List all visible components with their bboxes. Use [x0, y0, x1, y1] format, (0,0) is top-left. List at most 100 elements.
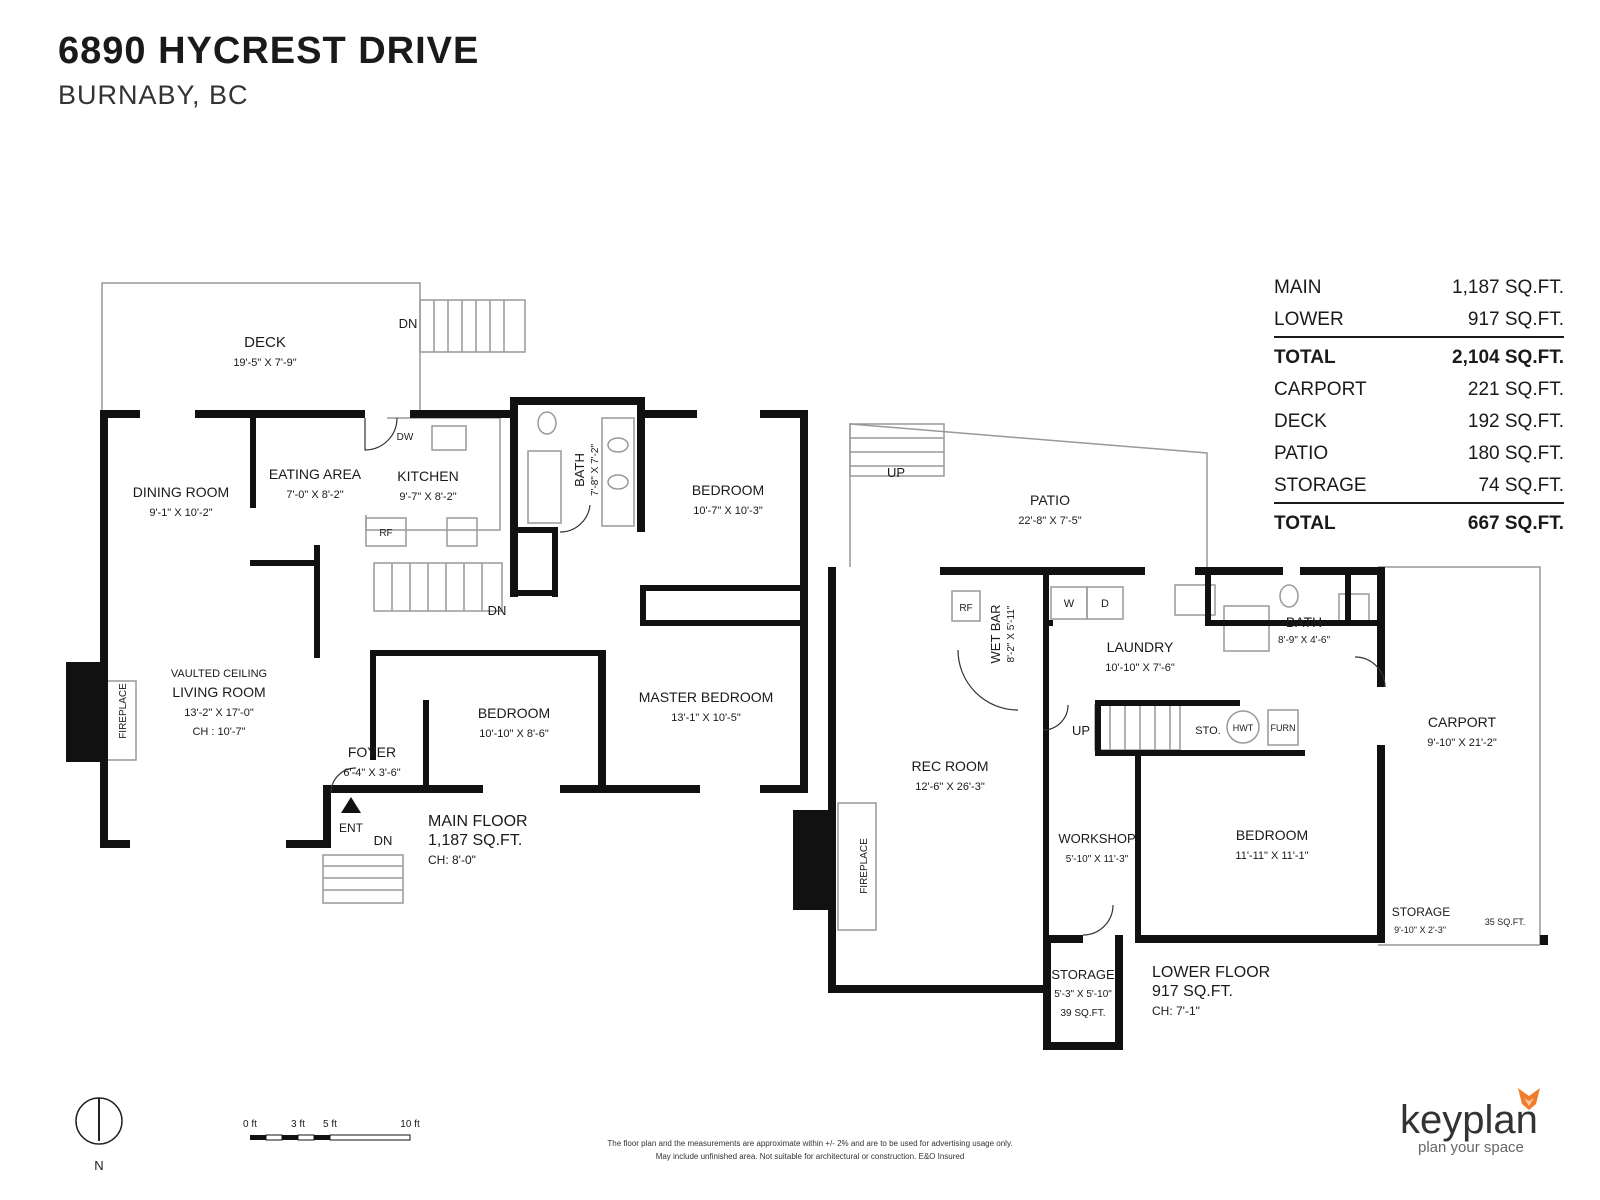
dims-deck: 19'-5" X 7'-9": [233, 357, 296, 369]
label-furnace: FURN: [1271, 723, 1296, 733]
ch-living-room: CH : 10'-7": [192, 726, 245, 738]
dims-kitchen: 9'-7" X 8'-2": [399, 491, 456, 503]
area-value: 917 SQ.FT.: [1467, 309, 1564, 330]
area-value: 74 SQ.FT.: [1478, 475, 1564, 496]
area-label: STORAGE: [1274, 475, 1367, 496]
label-fireplace-main: FIREPLACE: [118, 683, 129, 739]
main-floor-name: MAIN FLOOR: [428, 813, 528, 830]
dims-carport: 9'-10" X 21'-2": [1427, 737, 1497, 749]
compass-label: N: [94, 1158, 103, 1173]
property-city: BURNABY, BC: [58, 80, 249, 110]
scale-tick-10: 10 ft: [400, 1119, 420, 1130]
disclaimer-line-2: May include unfinished area. Not suitabl…: [655, 1152, 965, 1161]
label-storage-closet: STO.: [1195, 725, 1220, 737]
label-carport: CARPORT: [1428, 714, 1497, 730]
fox-icon: [1518, 1088, 1540, 1110]
dims-wet-bar: 8'-2" X 5'-11": [1006, 605, 1017, 662]
area-row-storage: STORAGE 74 SQ.FT.: [1274, 470, 1564, 504]
dims-bath-lower: 8'-9" X 4'-6": [1278, 635, 1331, 646]
dims-living-room: 13'-2" X 17'-0": [184, 707, 254, 719]
dims-foyer: 6'-4" X 3'-6": [343, 767, 400, 779]
dims-laundry: 10'-10" X 7'-6": [1105, 662, 1175, 674]
dims-master-bedroom: 13'-1" X 10'-5": [671, 712, 741, 724]
area-value: 192 SQ.FT.: [1467, 411, 1564, 432]
label-down-stairs: DN: [488, 603, 507, 618]
area-label: PATIO: [1274, 443, 1329, 464]
label-fireplace-lower: FIREPLACE: [859, 838, 870, 894]
scale-tick-5: 5 ft: [323, 1119, 337, 1130]
lower-floor-ch: CH: 7'-1": [1152, 1004, 1200, 1018]
area-label: TOTAL: [1274, 347, 1336, 368]
dims-bedroom-3: 11'-11" X 11'-1": [1235, 850, 1308, 862]
label-entry: ENT: [339, 821, 364, 835]
label-bath-main: BATH: [572, 453, 587, 487]
main-floor-area: 1,187 SQ.FT.: [428, 832, 522, 849]
label-dining-room: DINING ROOM: [133, 484, 229, 500]
disclaimer: The floor plan and the measurements are …: [540, 1137, 1080, 1163]
area-row-lower: LOWER 917 SQ.FT.: [1274, 304, 1564, 338]
label-bath-lower: BATH: [1286, 614, 1322, 630]
area-summary-table: MAIN 1,187 SQ.FT. LOWER 917 SQ.FT. TOTAL 2,…: [1274, 272, 1564, 540]
area-row-main: MAIN 1,187 SQ.FT.: [1274, 272, 1564, 304]
label-patio: PATIO: [1030, 492, 1070, 508]
dims-storage-lower: 5'-3" X 5'-10": [1054, 989, 1112, 1000]
dims-eating-area: 7'-0" X 8'-2": [286, 489, 343, 501]
dims-storage-small: 9'-10" X 2'-3": [1394, 925, 1446, 935]
label-dryer: D: [1101, 598, 1109, 610]
label-up-patio: UP: [887, 465, 905, 480]
label-workshop: WORKSHOP: [1058, 831, 1135, 846]
label-storage-lower: STORAGE: [1051, 967, 1115, 982]
label-up-stairs: UP: [1072, 723, 1090, 738]
label-washer: W: [1064, 598, 1075, 610]
logo-tagline: plan your space: [1418, 1139, 1524, 1156]
lower-floor-name: LOWER FLOOR: [1152, 964, 1270, 981]
area-label: CARPORT: [1274, 379, 1367, 400]
area-row-carport: CARPORT 221 SQ.FT.: [1274, 374, 1564, 406]
scale-bar: 0 ft 3 ft 5 ft 10 ft: [243, 1119, 420, 1141]
lower-floor-area: 917 SQ.FT.: [1152, 983, 1233, 1000]
logo-wordmark: keyplan: [1400, 1098, 1538, 1142]
dims-rec-room: 12'-6" X 26'-3": [915, 781, 985, 793]
label-down-entry: DN: [374, 833, 393, 848]
area-row-patio: PATIO 180 SQ.FT.: [1274, 438, 1564, 470]
scale-tick-0: 0 ft: [243, 1119, 257, 1130]
area-storage-lower: 39 SQ.FT.: [1060, 1008, 1105, 1019]
label-eating-area: EATING AREA: [269, 466, 362, 482]
area-label: MAIN: [1274, 277, 1322, 298]
label-storage-small: STORAGE: [1392, 905, 1450, 919]
scale-tick-3: 3 ft: [291, 1119, 305, 1130]
dims-bath-main: 7'-8" X 7'-2": [590, 444, 601, 497]
label-hot-water-tank: HWT: [1233, 723, 1254, 733]
label-dishwasher: DW: [397, 432, 414, 443]
label-rec-room: REC ROOM: [912, 758, 989, 774]
area-value: 2,104 SQ.FT.: [1452, 347, 1564, 368]
label-bedroom-2: BEDROOM: [478, 705, 550, 721]
label-foyer: FOYER: [348, 744, 396, 760]
label-living-room: LIVING ROOM: [172, 684, 265, 700]
label-wet-bar: WET BAR: [988, 605, 1003, 664]
area-value: 180 SQ.FT.: [1467, 443, 1564, 464]
label-fridge-wetbar: RF: [959, 603, 972, 614]
label-master-bedroom: MASTER BEDROOM: [639, 689, 774, 705]
property-address: 6890 HYCREST DRIVE: [58, 30, 480, 72]
area-value: 1,187 SQ.FT.: [1452, 277, 1564, 298]
disclaimer-line-1: The floor plan and the measurements are …: [607, 1139, 1013, 1148]
area-storage-small: 35 SQ.FT.: [1485, 917, 1526, 927]
label-kitchen: KITCHEN: [397, 468, 458, 484]
north-compass-icon: N: [75, 1097, 123, 1173]
area-value: 667 SQ.FT.: [1467, 513, 1564, 534]
dims-workshop: 5'-10" X 11'-3": [1066, 854, 1129, 865]
label-bedroom-3: BEDROOM: [1236, 827, 1308, 843]
area-row-total-living: TOTAL 2,104 SQ.FT.: [1274, 342, 1564, 374]
brand-logo: keyplan plan your space: [1400, 1088, 1540, 1156]
area-row-total-outdoor: TOTAL 667 SQ.FT.: [1274, 508, 1564, 540]
area-label: LOWER: [1274, 309, 1344, 330]
label-deck: DECK: [244, 334, 286, 351]
dims-patio: 22'-8" X 7'-5": [1018, 515, 1081, 527]
dims-bedroom-2: 10'-10" X 8'-6": [479, 728, 549, 740]
label-vaulted-ceiling: VAULTED CEILING: [171, 668, 267, 680]
area-value: 221 SQ.FT.: [1467, 379, 1564, 400]
area-label: TOTAL: [1274, 513, 1336, 534]
